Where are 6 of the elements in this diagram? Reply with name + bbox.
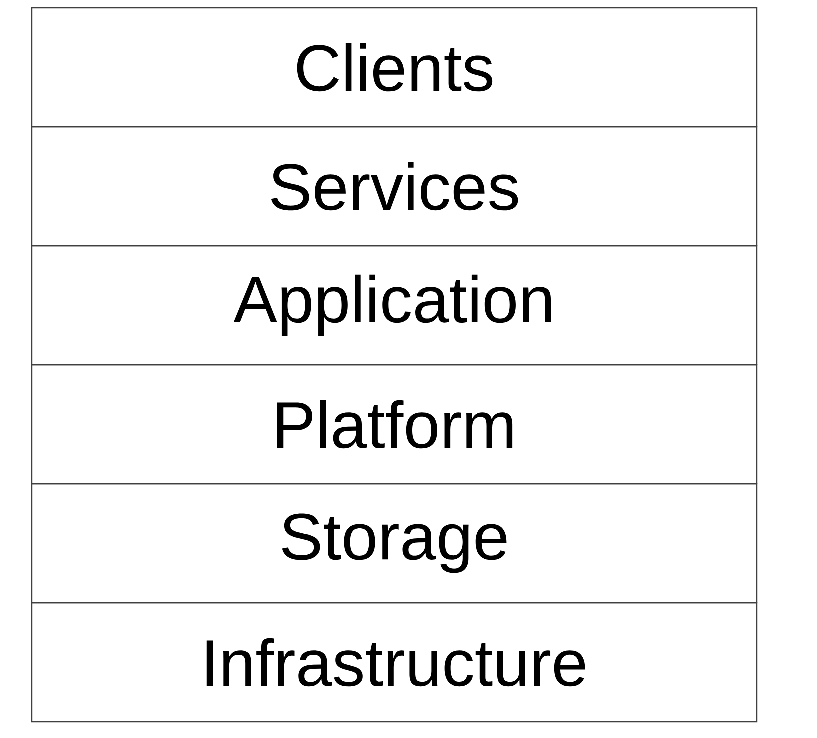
layer-box: Storage <box>31 483 758 604</box>
layer-box: Clients <box>31 7 758 128</box>
layer-box: Services <box>31 126 758 247</box>
layer-box: Platform <box>31 364 758 485</box>
layer-box: Application <box>31 245 758 366</box>
layer-box: Infrastructure <box>31 602 758 723</box>
